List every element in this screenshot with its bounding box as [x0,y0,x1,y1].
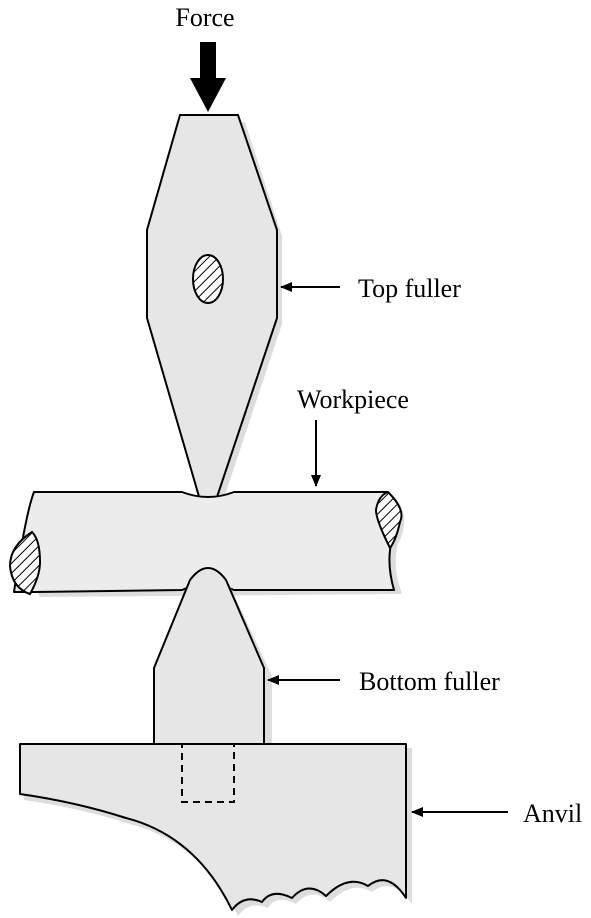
bottom-fuller-label: Bottom fuller [359,667,500,696]
workpiece-section-right [374,490,403,550]
workpiece-label: Workpiece [297,385,409,414]
bottom-fuller [153,567,272,752]
top-fuller-label: Top fuller [358,274,461,303]
anvil-label: Anvil [523,799,582,828]
workpiece-section-left [8,530,42,596]
top-fuller-hole [192,254,224,304]
workpiece [8,490,405,597]
anvil-hardy-hole [181,743,235,803]
force-arrow [190,42,226,112]
top-fuller [146,114,282,515]
force-label: Force [175,3,234,32]
anvil [19,743,412,916]
